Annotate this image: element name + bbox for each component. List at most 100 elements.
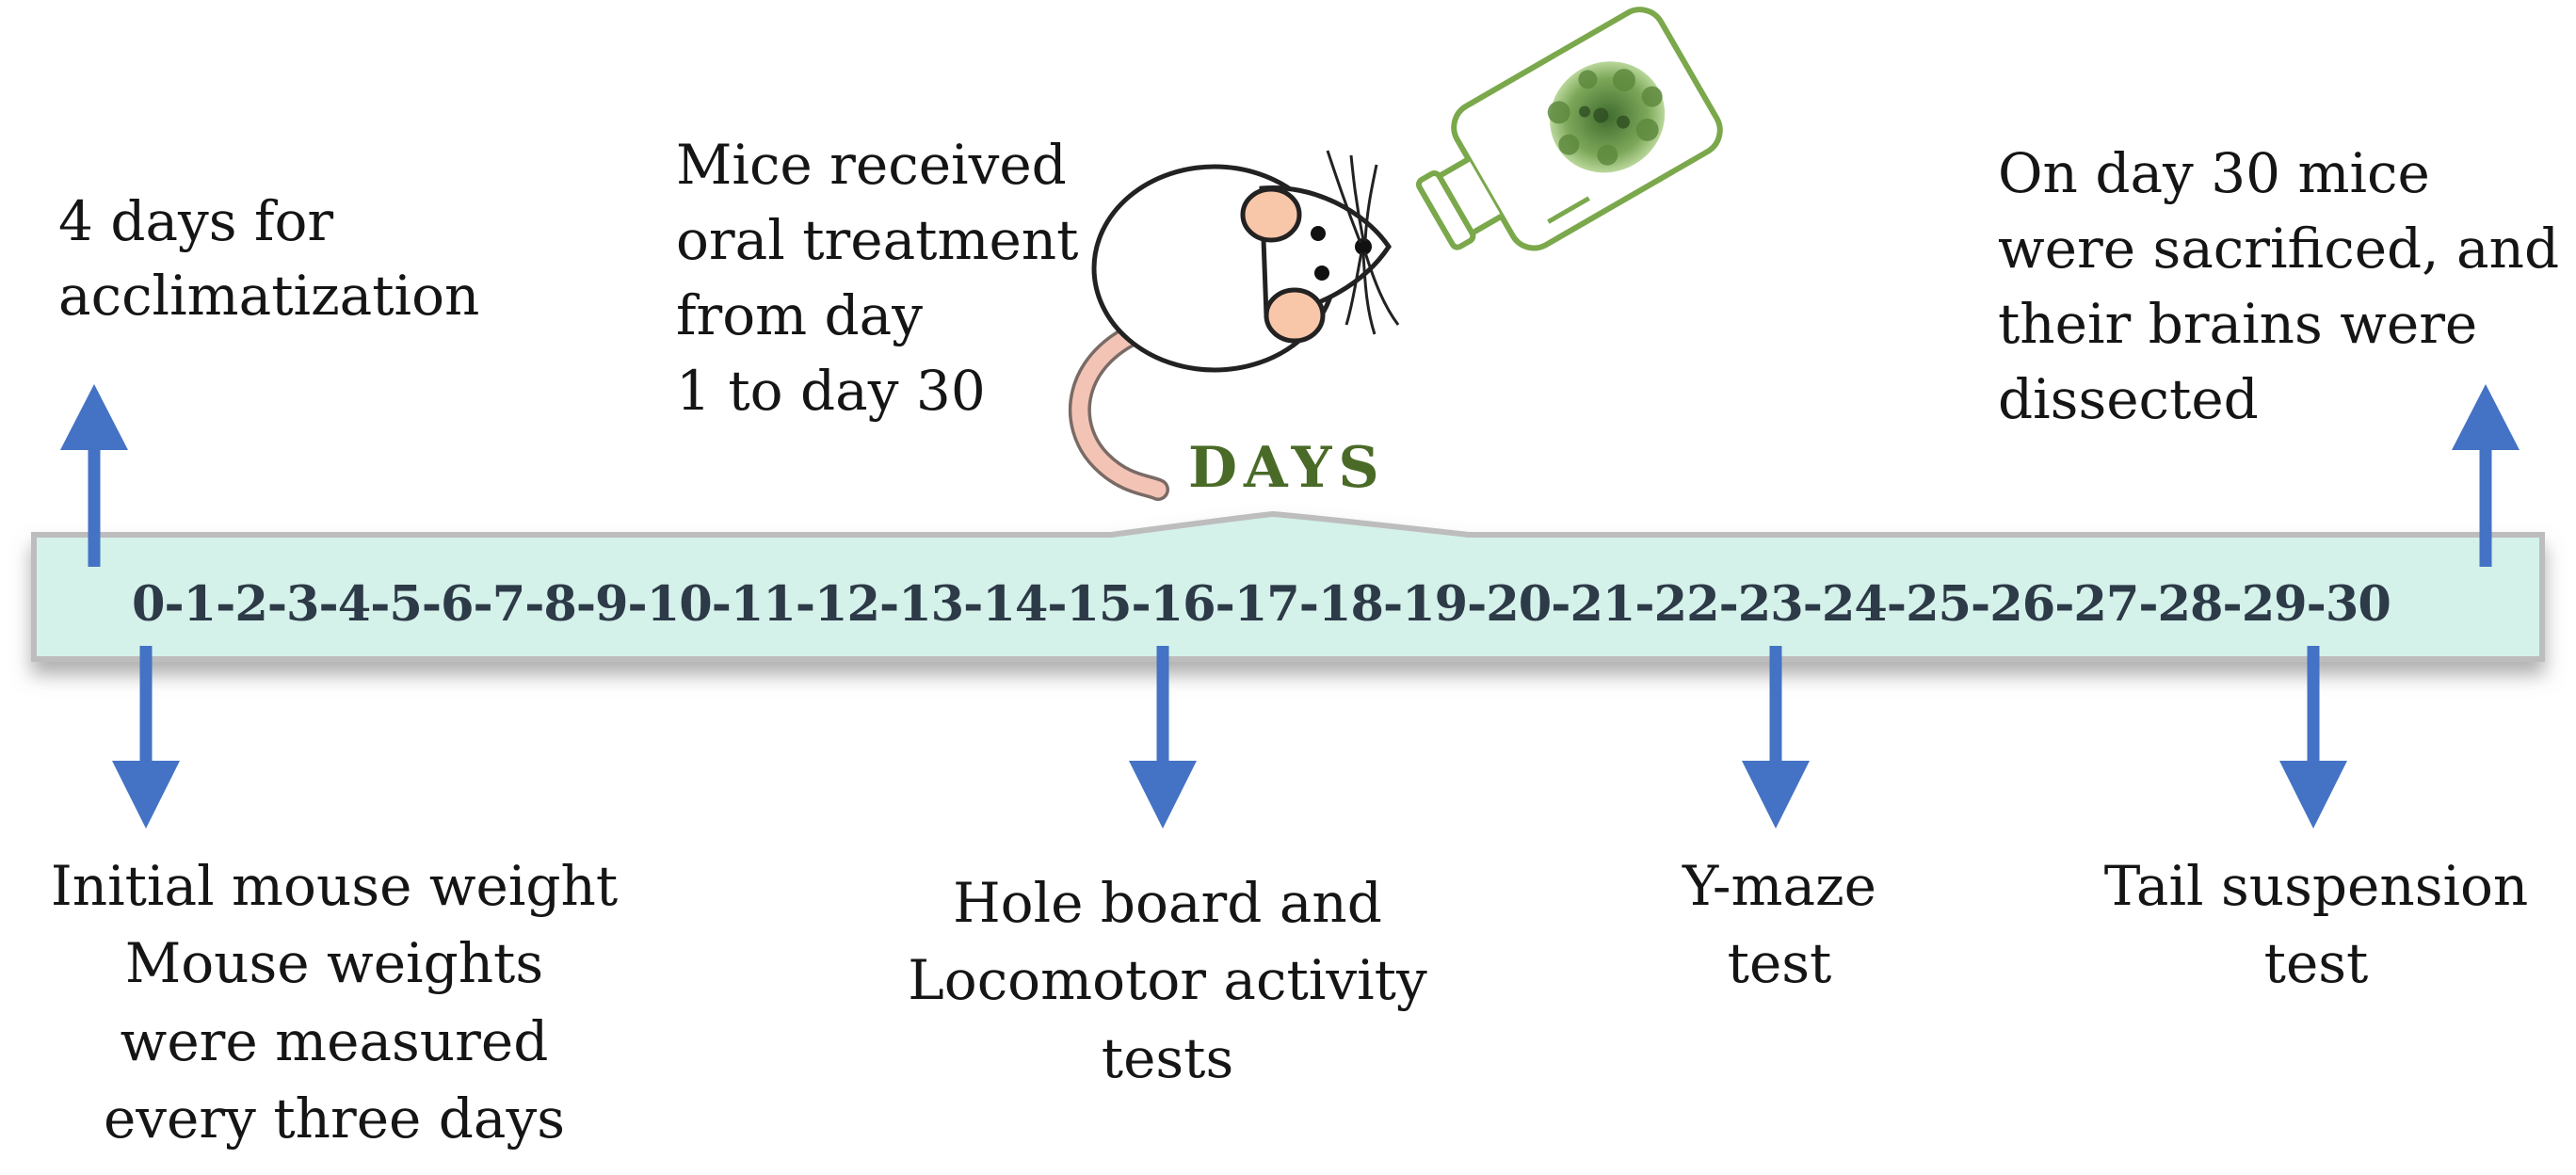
day-separator: - — [879, 576, 899, 633]
hole-board-line-2: Locomotor activity — [908, 948, 1427, 1013]
treatment-note: Mice received oral treatment from day 1 … — [676, 127, 1078, 428]
day-separator: - — [575, 576, 596, 633]
day-tick-17: 17 — [1233, 576, 1300, 633]
day-separator: - — [2306, 576, 2326, 633]
day-separator: - — [1886, 576, 1907, 633]
day-separator: - — [421, 576, 442, 633]
acclimatization-line-2: acclimatization — [58, 263, 480, 328]
day-tick-7: 7 — [491, 576, 525, 633]
hole-board-note: Hole board and Locomotor activity tests — [847, 864, 1488, 1097]
sacrifice-line-1: On day 30 mice — [1998, 141, 2430, 205]
sacrifice-line-4: dissected — [1998, 367, 2259, 432]
day-tick-14: 14 — [982, 576, 1048, 633]
y-maze-line-1: Y-maze — [1682, 854, 1876, 918]
day-separator: - — [1382, 576, 1403, 633]
day-tick-6: 6 — [441, 576, 474, 633]
weights-note: Initial mouse weight Mouse weights were … — [19, 847, 650, 1157]
day-separator: - — [370, 576, 390, 633]
day-tick-12: 12 — [814, 576, 880, 633]
treatment-line-4: 1 to day 30 — [676, 359, 986, 424]
day-separator: - — [318, 576, 339, 633]
weights-line-3: were measured — [120, 1008, 549, 1073]
day-separator: - — [963, 576, 983, 633]
day-tick-0: 0 — [132, 576, 165, 633]
tail-suspension-line-2: test — [2263, 931, 2369, 996]
day-tick-27: 27 — [2073, 576, 2139, 633]
day-tick-24: 24 — [1821, 576, 1888, 633]
days-label: DAYS — [1188, 435, 1386, 501]
day-tick-19: 19 — [1402, 576, 1468, 633]
day-tick-29: 29 — [2241, 576, 2308, 633]
day-separator: - — [266, 576, 287, 633]
y-maze-line-2: test — [1727, 931, 1832, 996]
day-tick-21: 21 — [1570, 576, 1635, 633]
weights-line-1: Initial mouse weight — [50, 854, 619, 918]
day-tick-11: 11 — [730, 576, 797, 633]
day-separator: - — [524, 576, 544, 633]
day-separator: - — [627, 576, 648, 633]
hole-board-line-3: tests — [1101, 1025, 1234, 1090]
day-separator: - — [711, 576, 732, 633]
day-separator: - — [1215, 576, 1235, 633]
day-separator: - — [2222, 576, 2243, 633]
arrow-up-acclimatization — [60, 384, 128, 567]
arrow-down-tail-suspension — [2279, 646, 2347, 829]
treatment-line-3: from day — [676, 283, 924, 348]
sacrifice-line-2: were sacrificed, and — [1998, 217, 2560, 282]
day-tick-13: 13 — [898, 576, 964, 633]
day-tick-30: 30 — [2325, 576, 2391, 633]
timeline-bar — [31, 510, 2545, 662]
acclimatization-line-1: 4 days for — [58, 189, 334, 253]
day-ticks: 0-1-2-3-4-5-6-7-8-9-10-11-12-13-14-15-16… — [132, 567, 2538, 642]
treatment-line-1: Mice received — [676, 133, 1067, 197]
day-tick-26: 26 — [1989, 576, 2055, 633]
day-tick-8: 8 — [543, 576, 576, 633]
day-tick-2: 2 — [234, 576, 267, 633]
day-tick-20: 20 — [1486, 576, 1552, 633]
day-separator: - — [1131, 576, 1151, 633]
sacrifice-line-3: their brains were — [1998, 292, 2478, 357]
day-separator: - — [2054, 576, 2074, 633]
day-tick-22: 22 — [1653, 576, 1720, 633]
treatment-line-2: oral treatment — [676, 208, 1079, 273]
day-separator: - — [473, 576, 493, 633]
day-tick-9: 9 — [595, 576, 628, 633]
day-tick-18: 18 — [1317, 576, 1384, 633]
day-separator: - — [1971, 576, 1990, 633]
day-tick-5: 5 — [389, 576, 422, 633]
day-tick-1: 1 — [183, 576, 217, 633]
day-tick-16: 16 — [1150, 576, 1216, 633]
day-separator: - — [1047, 576, 1067, 633]
day-separator: - — [2138, 576, 2158, 633]
day-tick-28: 28 — [2157, 576, 2224, 633]
day-tick-25: 25 — [1906, 576, 1972, 633]
herbal-bottle-icon — [1415, 7, 1723, 251]
weights-line-2: Mouse weights — [124, 931, 544, 996]
arrow-up-sacrifice — [2452, 384, 2520, 567]
day-separator: - — [795, 576, 815, 633]
arrow-down-weights — [112, 646, 180, 829]
day-tick-10: 10 — [646, 576, 713, 633]
day-tick-3: 3 — [286, 576, 319, 633]
hole-board-line-1: Hole board and — [953, 871, 1382, 935]
tail-suspension-line-1: Tail suspension — [2103, 854, 2529, 918]
day-separator: - — [1298, 576, 1319, 633]
tail-suspension-note: Tail suspension test — [2062, 847, 2570, 1003]
day-separator: - — [164, 576, 185, 633]
acclimatization-note: 4 days for acclimatization — [58, 185, 479, 333]
day-separator: - — [1802, 576, 1823, 633]
sacrifice-note: On day 30 mice were sacrificed, and thei… — [1998, 136, 2559, 437]
day-separator: - — [1551, 576, 1570, 633]
weights-line-4: every three days — [103, 1086, 566, 1151]
day-tick-23: 23 — [1737, 576, 1804, 633]
arrow-down-hole-board — [1129, 646, 1197, 829]
arrow-down-y-maze — [1742, 646, 1810, 829]
day-separator: - — [1634, 576, 1654, 633]
day-tick-15: 15 — [1066, 576, 1133, 633]
day-separator: - — [1467, 576, 1487, 633]
day-separator: - — [216, 576, 235, 633]
day-separator: - — [1718, 576, 1739, 633]
mouse-icon — [1068, 150, 1400, 501]
y-maze-note: Y-maze test — [1601, 847, 1958, 1003]
